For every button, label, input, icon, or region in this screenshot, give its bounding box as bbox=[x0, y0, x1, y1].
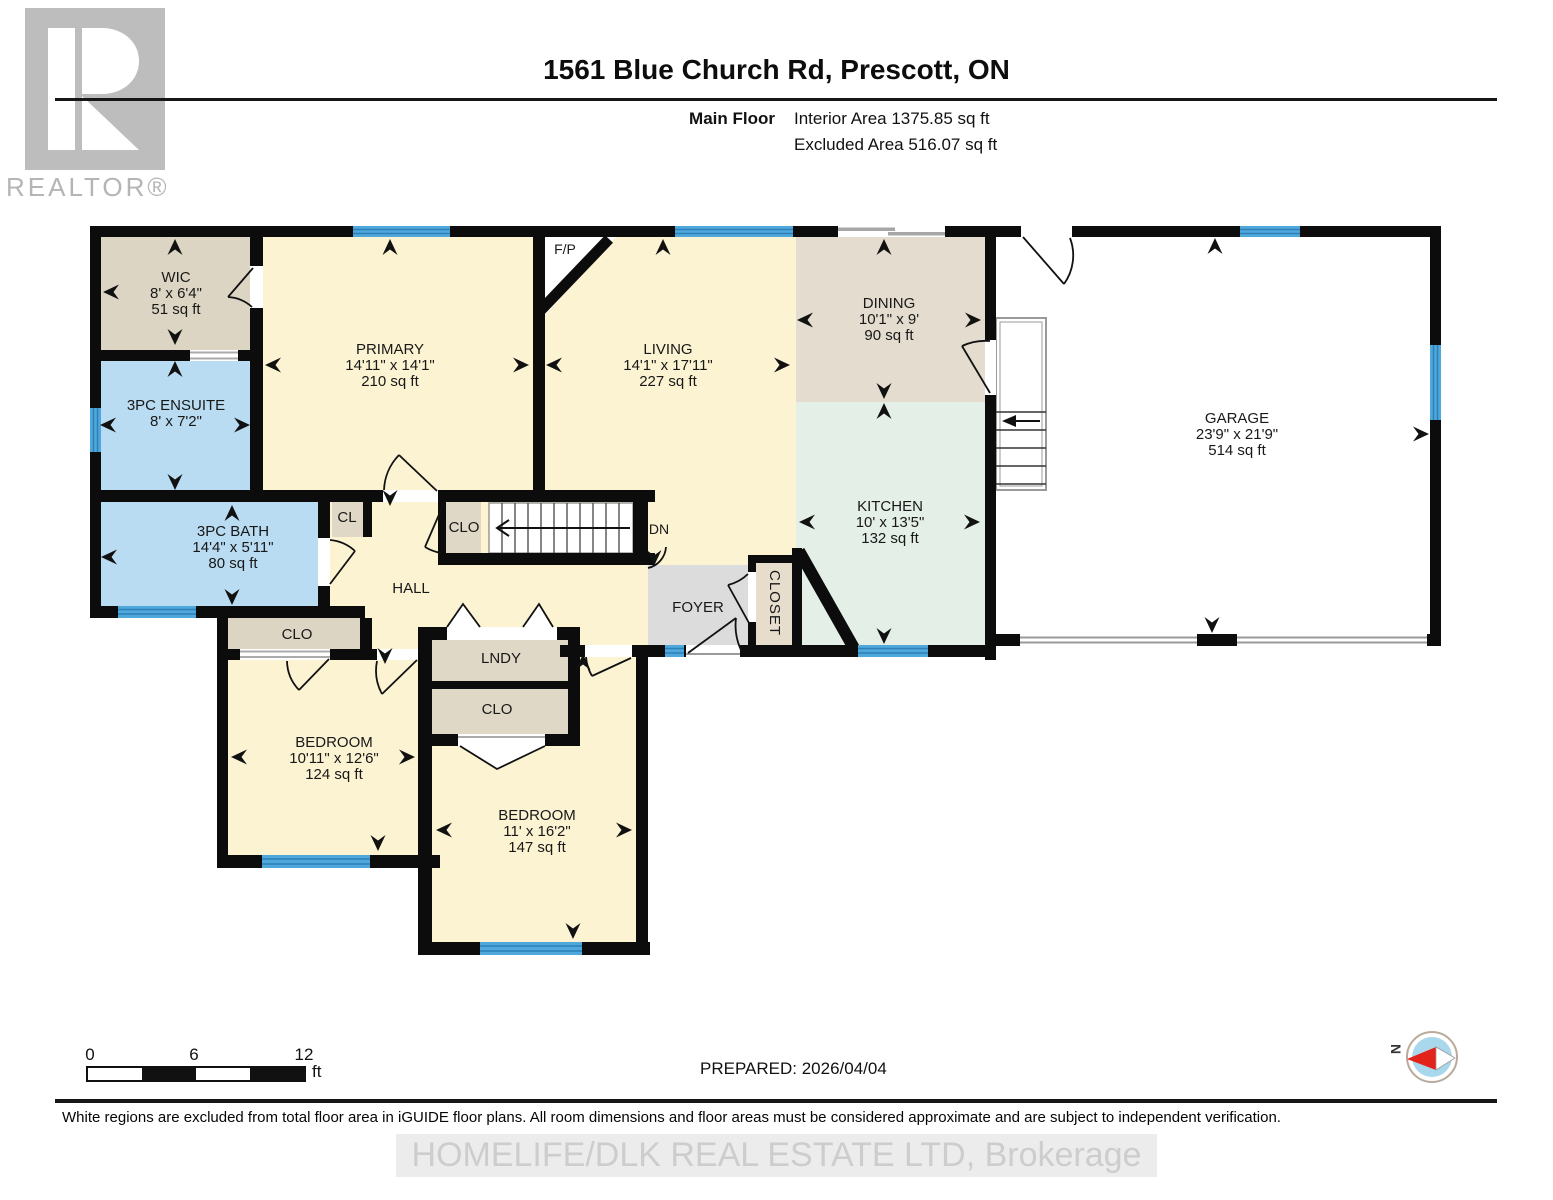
windows bbox=[90, 226, 1441, 955]
header-divider bbox=[55, 98, 1497, 101]
room-label-wic: WIC 8' x 6'4" 51 sq ft bbox=[150, 270, 202, 318]
floor-label: Main Floor bbox=[689, 109, 775, 128]
scale-segment bbox=[196, 1068, 250, 1080]
room-label-primary: PRIMARY 14'11" x 14'1" 210 sq ft bbox=[345, 342, 435, 390]
room-area: 514 sq ft bbox=[1208, 442, 1266, 459]
room-dims: 10'11" x 12'6" bbox=[289, 750, 379, 767]
fireplace-label: F/P bbox=[554, 241, 576, 257]
room-label-living: LIVING 14'1" x 17'11" 227 sq ft bbox=[623, 342, 713, 390]
room-name: WIC bbox=[161, 269, 191, 286]
room-area: 51 sq ft bbox=[151, 301, 201, 318]
room-dims: 14'11" x 14'1" bbox=[345, 357, 435, 374]
room-label-kitchen: KITCHEN 10' x 13'5" 132 sq ft bbox=[856, 499, 925, 547]
room-label-bath: 3PC BATH 14'4" x 5'11" 80 sq ft bbox=[192, 524, 273, 572]
door-openings bbox=[190, 226, 1072, 746]
room-dims: 14'1" x 17'11" bbox=[623, 357, 713, 374]
excluded-area-value: Excluded Area 516.07 sq ft bbox=[794, 135, 998, 154]
realtor-logo-icon bbox=[25, 8, 165, 170]
prepared-date: PREPARED: 2026/04/04 bbox=[700, 1059, 887, 1078]
room-dims: 23'9" x 21'9" bbox=[1195, 426, 1279, 443]
room-name: KITCHEN bbox=[857, 498, 923, 515]
realtor-wordmark: REALTOR® bbox=[6, 172, 170, 202]
room-name: BEDROOM bbox=[295, 734, 373, 751]
scale-segment bbox=[88, 1068, 142, 1080]
room-area: 90 sq ft bbox=[864, 327, 914, 344]
room-area: 147 sq ft bbox=[508, 839, 566, 856]
room-label-clo-hall: CLO bbox=[448, 519, 480, 536]
room-label-hall: HALL bbox=[392, 580, 430, 597]
stairs-garage bbox=[995, 317, 1047, 491]
disclaimer-text: White regions are excluded from total fl… bbox=[62, 1109, 1281, 1126]
room-name: 3PC ENSUITE bbox=[126, 397, 226, 414]
interior-area-value: Interior Area 1375.85 sq ft bbox=[794, 109, 990, 128]
room-label-foyer: FOYER bbox=[672, 599, 724, 616]
compass-icon bbox=[1406, 1031, 1458, 1083]
room-dims: 8' x 6'4" bbox=[150, 285, 202, 302]
room-name: GARAGE bbox=[1204, 410, 1270, 427]
diagonal-walls bbox=[537, 235, 861, 653]
room-label-ensuite: 3PC ENSUITE 8' x 7'2" bbox=[127, 398, 225, 430]
room-label-clo-bath: CLO bbox=[281, 626, 313, 643]
room-area: 80 sq ft bbox=[208, 555, 258, 572]
scale-mid: 6 bbox=[189, 1045, 199, 1064]
room-label-garage: GARAGE 23'9" x 21'9" 514 sq ft bbox=[1196, 411, 1278, 459]
room-label-clo-bedroom: CLO bbox=[481, 701, 513, 718]
room-dims: 10' x 13'5" bbox=[855, 514, 925, 531]
room-label-laundry: LNDY bbox=[480, 650, 522, 667]
room-name: BEDROOM bbox=[498, 807, 576, 824]
room-label-closet: CLOSET bbox=[766, 569, 783, 637]
room-dims: 14'4" x 5'11" bbox=[192, 539, 274, 556]
room-name: DINING bbox=[862, 295, 916, 312]
room-label-bedroom1: BEDROOM 10'11" x 12'6" 124 sq ft bbox=[289, 735, 379, 783]
page-title: 1561 Blue Church Rd, Prescott, ON bbox=[543, 54, 1010, 85]
garage-doors bbox=[1020, 634, 1427, 646]
room-dims: 8' x 7'2" bbox=[150, 413, 202, 430]
footer-divider bbox=[55, 1099, 1497, 1103]
scale-segment bbox=[142, 1068, 196, 1080]
door-swings bbox=[227, 236, 1075, 695]
room-label-bedroom2: BEDROOM 11' x 16'2" 147 sq ft bbox=[498, 808, 576, 856]
watermark-wrap: HOMELIFE/DLK REAL ESTATE LTD, Brokerage bbox=[0, 1134, 1553, 1177]
scale-segment bbox=[250, 1068, 304, 1080]
scale-bar bbox=[86, 1066, 306, 1082]
fireplace-wall bbox=[537, 235, 613, 314]
room-name: LIVING bbox=[643, 341, 693, 358]
room-name: 3PC BATH bbox=[196, 523, 270, 540]
room-name: PRIMARY bbox=[355, 341, 425, 358]
room-area: 132 sq ft bbox=[861, 530, 919, 547]
room-area: 210 sq ft bbox=[361, 373, 419, 390]
scale-end: 12 bbox=[294, 1045, 314, 1064]
room-area: 227 sq ft bbox=[639, 373, 697, 390]
scale-unit: ft bbox=[312, 1062, 322, 1081]
room-area: 124 sq ft bbox=[305, 766, 363, 783]
room-label-cl: CL bbox=[337, 509, 357, 526]
closet-bifold-doors bbox=[446, 602, 554, 771]
stairs-main bbox=[488, 502, 634, 554]
brokerage-watermark: HOMELIFE/DLK REAL ESTATE LTD, Brokerage bbox=[395, 1134, 1158, 1177]
scale-start: 0 bbox=[85, 1045, 95, 1064]
kitchen-diagonal-wall bbox=[793, 548, 861, 653]
room-dims: 11' x 16'2" bbox=[503, 823, 571, 840]
patio-door bbox=[838, 226, 945, 237]
room-dims: 10'1" x 9' bbox=[858, 311, 920, 328]
compass-north-label: N bbox=[1388, 1043, 1404, 1055]
room-label-dining: DINING 10'1" x 9' 90 sq ft bbox=[859, 296, 919, 344]
stairs-down-label: DN bbox=[648, 521, 670, 537]
